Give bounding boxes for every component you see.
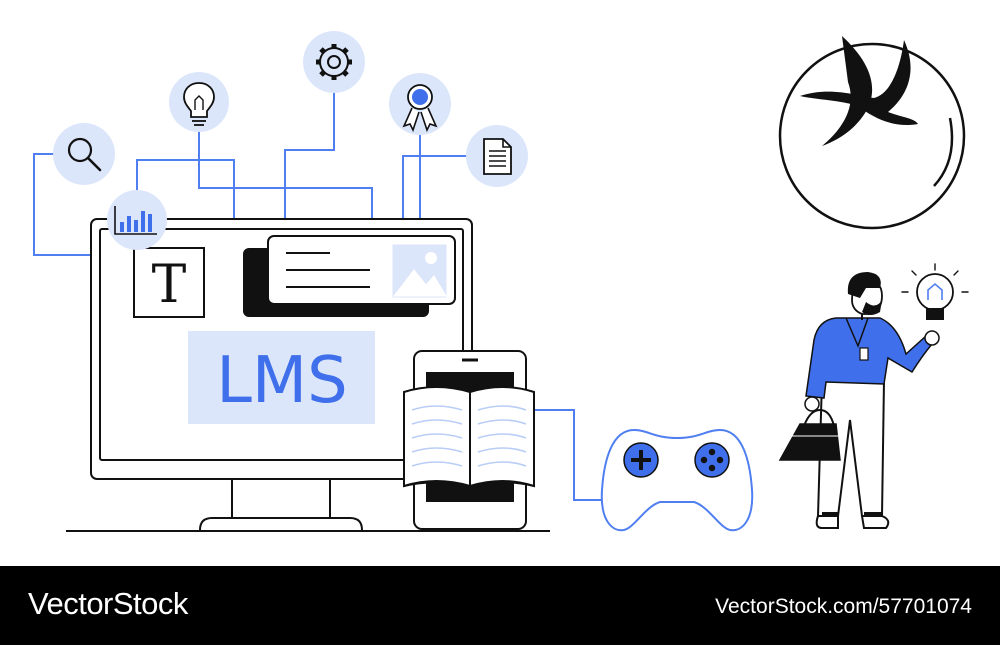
image-icon xyxy=(391,243,448,299)
gear-icon xyxy=(303,31,365,93)
gamepad-icon xyxy=(600,428,754,532)
text-tile-letter: T xyxy=(152,255,187,315)
lms-label: LMS xyxy=(216,344,348,418)
brand-logo-text: VectorStock xyxy=(28,586,188,621)
text-lines xyxy=(286,252,370,288)
glowing-lightbulb-icon xyxy=(901,263,969,320)
book-icon xyxy=(403,386,535,490)
lms-block xyxy=(188,331,375,424)
stock-url: VectorStock.com/57701074 xyxy=(715,595,972,618)
content-card xyxy=(243,235,456,317)
connector-lines xyxy=(33,90,606,501)
lms-illustration: T LMS xyxy=(33,31,969,532)
logo-mark xyxy=(778,36,966,230)
footer-bar xyxy=(0,566,1000,645)
document-icon xyxy=(466,125,528,187)
lightbulb-icon xyxy=(169,72,229,132)
text-tile: T xyxy=(133,247,205,318)
award-ribbon-icon xyxy=(389,73,451,135)
search-icon xyxy=(53,123,115,185)
bar-chart-icon xyxy=(107,190,167,250)
person-figure xyxy=(778,272,940,529)
